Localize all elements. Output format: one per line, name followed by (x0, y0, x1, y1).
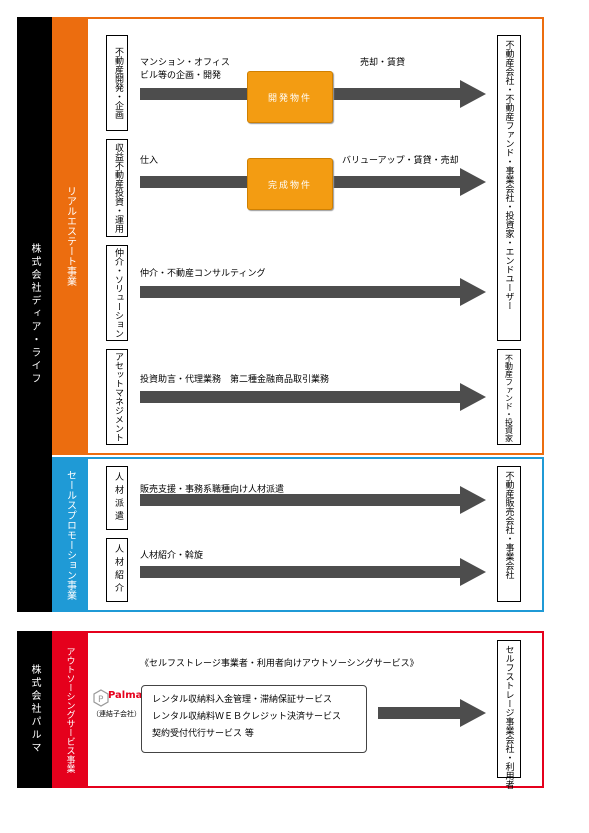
row-label-asset-management: アセットマネジメント (106, 349, 128, 445)
row-label-brokerage: 仲介・ソリューション (106, 245, 128, 341)
realestate-label: リアルエステート事業 (64, 186, 76, 286)
svg-text:P: P (98, 695, 104, 705)
realestate-frame (86, 17, 544, 455)
company2-name: 株式会社パルマ (29, 664, 40, 755)
target-box-1: 不動産会社・不動産ファンド・事業会社・投資家・エンドユーザー (497, 35, 521, 341)
palma-logo-text: Palma (108, 690, 143, 701)
row-label-investment: 収益不動産投資・運用 (106, 139, 128, 237)
sales-bar: セールスプロモーション事業 (52, 457, 88, 612)
palma-subsidiary-note: （連結子会社） (92, 710, 141, 718)
row1-text-right: 売却・賃貸 (360, 58, 406, 68)
row4-text: 投資助言・代理業務 第二種金融商品取引業務 (140, 375, 330, 385)
company2-bar: 株式会社パルマ (17, 631, 52, 788)
arrow-row5 (140, 486, 486, 514)
completed-box: 完成物件 (247, 158, 333, 210)
service-item: レンタル収納料ＷＥＢクレジット決済サービス (152, 712, 342, 722)
arrow-row3 (140, 278, 486, 306)
service-item: レンタル収納料入金管理・滞納保証サービス (152, 695, 333, 705)
target-box-2: 不動産ファンド・投資家 (497, 349, 521, 445)
outsourcing-label: アウトソーシングサービス事業 (64, 646, 75, 773)
target-box-3: 不動産販売会社・事業会社 (497, 466, 521, 602)
row-label-staffing: 人材派遣 (106, 466, 128, 530)
target-box-4: セルフストレージ事業会社・利用者 (497, 640, 521, 789)
service-item: 契約受付代行サービス 等 (152, 729, 254, 739)
development-box: 開発物件 (247, 71, 333, 123)
row5-text: 販売支援・事務系職種向け人材派遣 (140, 485, 285, 495)
row2-text-right: バリューアップ・賃貸・売却 (342, 156, 459, 166)
palma-logo-icon: P (93, 689, 109, 707)
company1-bar: 株式会社ディア・ライフ (17, 17, 52, 612)
row6-text: 人材紹介・斡旋 (140, 551, 204, 561)
outsourcing-frame (86, 631, 544, 788)
row-label-recruiting: 人材紹介 (106, 538, 128, 602)
realestate-bar: リアルエステート事業 (52, 17, 88, 455)
outsourcing-header: 《セルフストレージ事業者・利用者向けアウトソーシングサービス》 (140, 659, 419, 669)
sales-label: セールスプロモーション事業 (64, 469, 76, 600)
services-box: レンタル収納料入金管理・滞納保証サービス レンタル収納料ＷＥＢクレジット決済サー… (141, 685, 367, 753)
row1-text-left2: ビル等の企画・開発 (140, 71, 222, 81)
row1-text-left: マンション・オフィス (140, 58, 230, 68)
sales-frame (86, 457, 544, 612)
company1-name: 株式会社ディア・ライフ (29, 243, 40, 386)
arrow-row6 (140, 558, 486, 586)
row3-text: 仲介・不動産コンサルティング (140, 269, 266, 279)
row2-text-left: 仕入 (140, 156, 159, 166)
arrow-outsourcing (378, 699, 486, 727)
row-label-development: 不動産開発・企画 (106, 35, 128, 131)
outsourcing-bar: アウトソーシングサービス事業 (52, 631, 88, 788)
arrow-row4 (140, 383, 486, 411)
